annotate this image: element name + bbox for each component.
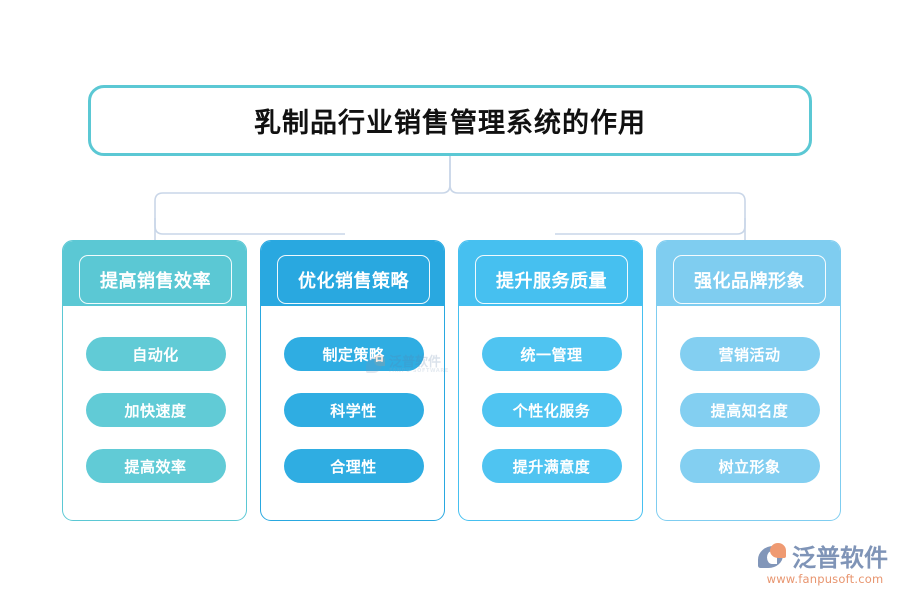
fanpu-logo-icon <box>758 542 788 570</box>
column-item[interactable]: 制定策略 <box>283 337 424 371</box>
column-item-list: 制定策略科学性合理性 <box>261 337 444 505</box>
brand-name: 泛普软件 <box>792 544 888 572</box>
column-item-label: 树立形象 <box>718 457 781 476</box>
column-card-strengthen-brand-image[interactable]: 强化品牌形象营销活动提高知名度树立形象 <box>656 240 841 521</box>
column-item-label: 加快速度 <box>124 401 187 420</box>
column-item[interactable]: 加快速度 <box>85 393 226 427</box>
column-item-label: 个性化服务 <box>512 401 591 420</box>
column-item[interactable]: 提升满意度 <box>481 449 622 483</box>
column-item[interactable]: 科学性 <box>283 393 424 427</box>
column-item[interactable]: 个性化服务 <box>481 393 622 427</box>
column-header-optimize-sales-strategy[interactable]: 优化销售策略 <box>277 255 430 304</box>
column-header-label: 优化销售策略 <box>298 270 409 292</box>
column-item[interactable]: 提高知名度 <box>679 393 820 427</box>
column-item-label: 提升满意度 <box>512 457 591 476</box>
column-item[interactable]: 统一管理 <box>481 337 622 371</box>
column-item-label: 科学性 <box>330 401 377 420</box>
column-card-improve-service-quality[interactable]: 提升服务质量统一管理个性化服务提升满意度 <box>458 240 643 521</box>
column-item-label: 营销活动 <box>718 345 781 364</box>
column-header-label: 提升服务质量 <box>496 270 607 292</box>
column-card-improve-sales-efficiency[interactable]: 提高销售效率自动化加快速度提高效率 <box>62 240 247 521</box>
column-header-strengthen-brand-image[interactable]: 强化品牌形象 <box>673 255 826 304</box>
brand-url: www.fanpusoft.com <box>766 572 884 586</box>
column-item-label: 合理性 <box>330 457 377 476</box>
column-header-label: 强化品牌形象 <box>694 270 805 292</box>
column-item[interactable]: 合理性 <box>283 449 424 483</box>
column-header-improve-sales-efficiency[interactable]: 提高销售效率 <box>79 255 232 304</box>
column-item-label: 自动化 <box>132 345 179 364</box>
page-title: 乳制品行业销售管理系统的作用 <box>254 108 646 139</box>
column-item[interactable]: 营销活动 <box>679 337 820 371</box>
diagram-title-box: 乳制品行业销售管理系统的作用 <box>88 85 812 156</box>
column-item[interactable]: 提高效率 <box>85 449 226 483</box>
column-header-improve-service-quality[interactable]: 提升服务质量 <box>475 255 628 304</box>
column-item-label: 制定策略 <box>322 345 385 364</box>
brand-logo[interactable]: 泛普软件 www.fanpusoft.com <box>758 540 892 590</box>
column-item-label: 统一管理 <box>520 345 583 364</box>
column-item-label: 提高效率 <box>124 457 187 476</box>
column-item-list: 统一管理个性化服务提升满意度 <box>459 337 642 505</box>
column-item[interactable]: 自动化 <box>85 337 226 371</box>
column-item-label: 提高知名度 <box>710 401 789 420</box>
column-item-list: 自动化加快速度提高效率 <box>63 337 246 505</box>
column-header-label: 提高销售效率 <box>100 270 211 292</box>
column-item[interactable]: 树立形象 <box>679 449 820 483</box>
column-item-list: 营销活动提高知名度树立形象 <box>657 337 840 505</box>
column-card-optimize-sales-strategy[interactable]: 优化销售策略制定策略科学性合理性 <box>260 240 445 521</box>
